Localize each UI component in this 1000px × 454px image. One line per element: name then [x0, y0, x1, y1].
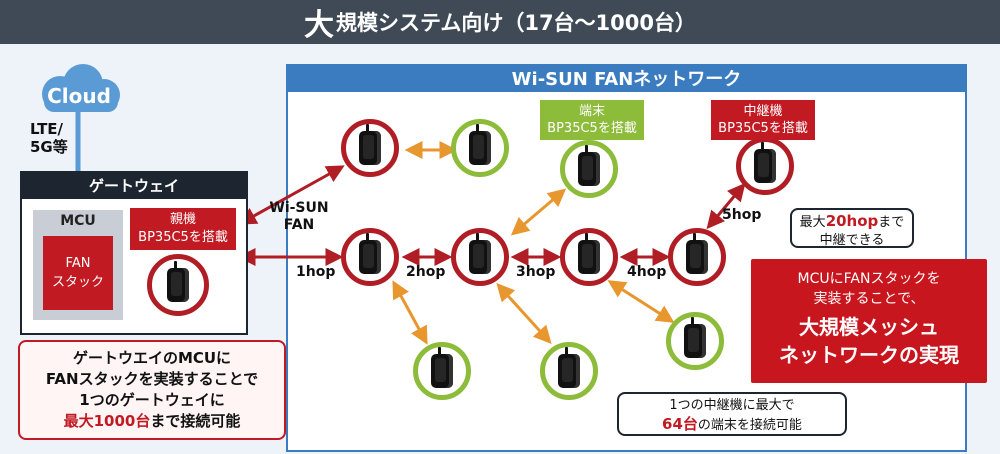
gateway-title: ゲートウェイ — [20, 171, 248, 199]
terminal-node-4 — [540, 342, 598, 400]
router-device-icon — [359, 124, 381, 165]
mesh-line3: 大規模メッシュ — [799, 315, 939, 339]
page-header: 大 規模システム向け（17台〜1000台） — [0, 0, 1000, 44]
relay-node-hop4 — [668, 228, 726, 286]
router-device-icon — [431, 347, 453, 388]
router-device-icon — [578, 145, 600, 186]
terminal-link-5 — [607, 280, 675, 323]
terminal-link-3 — [392, 280, 428, 345]
relay-node-hop2 — [451, 228, 509, 286]
router-device-icon — [469, 124, 491, 165]
terminal-tag-line2: BP35C5を搭載 — [547, 121, 637, 136]
parent-line1: 親機 — [169, 212, 196, 227]
gateway-note-line3: 1つのゲートウェイに — [79, 391, 225, 409]
gateway-note: ゲートウエイのMCUに FANスタックを実装することで 1つのゲートウェイに 最… — [18, 340, 286, 440]
relay-node-top — [341, 119, 399, 177]
hop-label-1: 1hop — [296, 264, 336, 280]
router-device-icon — [469, 233, 491, 274]
router-device-icon — [578, 233, 600, 274]
max-hop-value: 20hop — [825, 212, 879, 230]
hop-top-line — [238, 165, 345, 225]
fan-stack-block: FAN スタック — [43, 236, 113, 310]
terminal-tag-line1: 端末 — [578, 104, 605, 119]
router-device-icon — [684, 317, 706, 358]
fan-stack-line1: FAN — [65, 256, 91, 271]
gateway-note-post: まで接続可能 — [150, 412, 241, 430]
hop-label-4: 4hop — [627, 264, 667, 280]
link-label-line1: LTE/ — [30, 120, 64, 138]
gateway-note-line2: FANスタックを実装することで — [45, 370, 259, 388]
relay-tag-line2: BP35C5を搭載 — [718, 121, 808, 136]
relay-tag-line1: 中継機 — [743, 104, 783, 119]
terminal-link-2 — [510, 188, 567, 236]
relay-capacity-post: の端末を接続可能 — [697, 418, 802, 433]
terminal-node-3 — [413, 342, 471, 400]
terminal-tag: 端末 BP35C5を搭載 — [540, 100, 644, 140]
hop-label-3: 3hop — [516, 264, 556, 280]
gateway-note-value: 最大1000台 — [63, 412, 151, 430]
hop-5-line — [706, 182, 746, 230]
relay-capacity-callout: 1つの中継機に最大で 64台の端末を接続可能 — [617, 392, 847, 436]
max-hop-line2: 中継できる — [819, 233, 885, 248]
relay-node-hop1 — [341, 228, 399, 286]
relay-node-hop3 — [560, 228, 618, 286]
max-hop-pre: 最大 — [799, 215, 826, 230]
fan-stack-line2: スタック — [51, 275, 104, 290]
parent-label: 親機 BP35C5を搭載 — [130, 208, 236, 250]
terminal-link-4 — [496, 282, 552, 345]
header-title-big: 大 — [303, 8, 334, 43]
mesh-line1: MCUにFANスタックを — [797, 271, 941, 287]
header-title: 規模システム向け（17台〜1000台） — [335, 11, 697, 35]
gateway-note-line1: ゲートウエイのMCUに — [72, 349, 232, 367]
network-title: Wi-SUN FANネットワーク — [286, 64, 967, 92]
mesh-summary-box: MCUにFANスタックを 実装することで、 大規模メッシュ ネットワークの実現 — [751, 259, 987, 383]
terminal-node-5 — [666, 312, 724, 370]
router-device-icon — [754, 142, 776, 183]
hop-label-2: 2hop — [406, 264, 446, 280]
terminal-node-2 — [560, 140, 618, 198]
wisun-label-line2: FAN — [283, 217, 315, 233]
router-device-icon — [558, 347, 580, 388]
relay-tag: 中継機 BP35C5を搭載 — [711, 100, 815, 140]
mesh-line4: ネットワークの実現 — [779, 343, 959, 367]
max-hop-post: まで — [878, 215, 905, 230]
hop-label-5: 5hop — [722, 207, 762, 223]
mesh-line2: 実装することで、 — [813, 291, 925, 307]
parent-node — [147, 254, 209, 316]
relay-capacity-value: 64台 — [662, 415, 698, 433]
relay-capacity-line1: 1つの中継機に最大で — [669, 398, 795, 413]
router-device-icon — [167, 261, 189, 302]
mcu-label: MCU — [60, 213, 96, 229]
parent-line2: BP35C5を搭載 — [138, 230, 228, 245]
relay-node-hop5 — [736, 137, 794, 195]
link-label-line2: 5G等 — [30, 138, 68, 156]
wisun-label-line1: Wi-SUN — [269, 200, 329, 216]
terminal-node-1 — [451, 119, 509, 177]
router-device-icon — [359, 233, 381, 274]
router-device-icon — [686, 233, 708, 274]
cloud-label: Cloud — [47, 84, 111, 108]
max-hop-callout: 最大20hopまで 中継できる — [790, 208, 914, 248]
cloud-icon — [42, 64, 120, 112]
